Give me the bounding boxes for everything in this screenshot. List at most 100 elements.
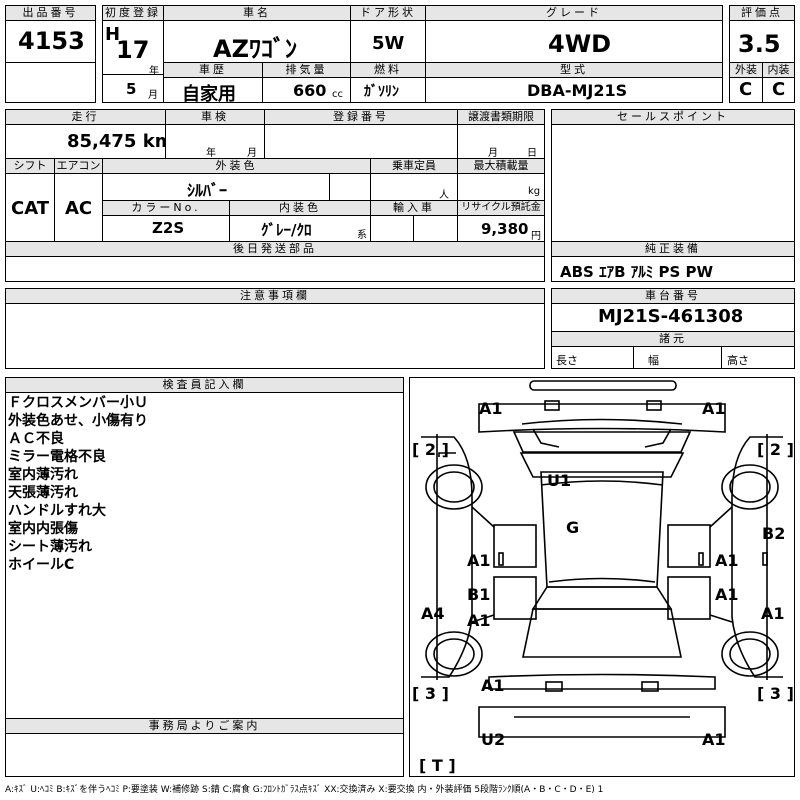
history: 自家用 [182,84,236,105]
left-front-wheel [425,464,483,510]
car-diagram: A1 A1 [ 2 ] [ 2 ] U1 G B2 A1 A1 B1 A1 A4… [412,380,794,775]
displacement-label: 排気量 [262,62,351,78]
left-door-handle [498,552,504,566]
exterior-cell [729,77,763,103]
front-bumper [478,403,726,433]
mileage-cell [5,124,166,159]
reg-number-label: 登録番号 [264,109,458,125]
interior-color-cell [229,215,371,242]
inspector-line: ハンドルすれ大 [8,503,106,519]
right-rear-wheel [721,631,779,677]
year-unit: 年 [149,66,159,77]
mark-a1-rear-left: A1 [481,676,505,695]
mark-g: G [566,518,579,537]
maxload-unit: kg [528,186,541,197]
displacement-unit: cc [332,89,343,100]
color-no-cell [102,215,230,242]
fuel-cell [350,77,426,103]
mark-u1: U1 [547,471,571,490]
first-reg-label: 初度登録 [102,5,164,21]
recycle-unit: 円 [531,231,541,242]
rear-glass [531,586,673,610]
legend: A:ｷｽﾞ U:ﾍｺﾐ B:ｷｽﾞを伴うﾍｺﾐ P:要塗装 W:補修跡 S:錆 … [5,785,604,795]
width-label: 幅 [648,354,659,367]
inspector-line: ミラー電格不良 [8,449,106,465]
inspection-year-unit: 年 [206,148,216,159]
inspector-line: 室内内張傷 [8,521,78,537]
maxload-label: 最大積載量 [457,158,545,174]
car-name-cell [163,20,351,63]
inspector-line: 外装色あせ、小傷有り [8,413,148,429]
interior-color-label: 内装色 [229,200,371,216]
right-pillar [709,506,733,623]
inspection-cell [165,124,265,159]
inspector-line: シート薄汚れ [8,539,92,555]
lot-label: 出品番号 [5,5,96,21]
ac-cell [54,173,103,242]
inspector-notes: Ｆクロスメンバー小Ｕ 外装色あせ、小傷有り ＡＣ不良 ミラー電格不良 室内薄汚れ… [8,394,148,574]
recycle-cell [457,215,545,242]
spec-label: 諸元 [551,331,795,347]
height-cell [721,346,795,369]
mark-3-left: [ 3 ] [412,684,449,703]
front-bumper-detail [544,400,560,411]
right-rear-door [667,576,711,620]
era: H [105,24,121,45]
right-front-door [667,524,711,568]
import-label: 輸入車 [370,200,458,216]
tailgate [522,608,682,658]
width-cell [633,346,722,369]
right-door-handle [698,552,704,566]
transfer-label: 譲渡書類期限 [457,109,545,125]
length-label: 長さ [556,354,578,367]
first-reg-month: 5 [126,80,137,98]
history-label: 車歴 [163,62,263,78]
model-label: 型式 [425,62,723,78]
chassis-label: 車台番号 [551,288,795,304]
interior-grade: C [772,79,786,100]
right-fender-line [731,436,783,678]
left-pillar [471,506,495,623]
wiper [532,428,560,448]
left-rear-door [493,576,537,620]
door-cell [350,20,426,63]
mileage: 85,475 km [67,131,174,152]
shift-label: シフト [5,158,55,174]
sales-point-cell [551,124,795,242]
recycle-fee: 9,380 [481,220,529,238]
left-front-door [493,524,537,568]
first-reg-year: 17 [116,36,150,64]
exterior-label: 外装 [729,62,763,78]
lot-blank-cell [5,62,96,103]
office-label: 事務局よりご案内 [5,718,404,734]
import-cell-a [370,215,414,242]
equipment-cell [551,256,795,282]
car-name-label: 車名 [163,5,351,21]
notes-cell [5,303,545,369]
month-unit: 月 [148,90,158,101]
inspector-line: ＡＣ不良 [8,431,64,447]
score-label: 評価点 [729,5,795,21]
inspector-line: Ｆクロスメンバー小Ｕ [8,395,148,411]
mark-a1-front-right: A1 [702,399,726,418]
later-parts-label: 後日発送部品 [5,241,545,257]
mark-a1-right-door: A1 [715,551,739,570]
lot-number: 4153 [18,27,85,55]
right-handle [762,552,768,566]
shift: CAT [11,198,50,219]
mark-a1-right-side: A1 [761,604,785,623]
capacity-unit: 人 [439,190,449,201]
car-diagram-frame [409,377,795,777]
notes-label: 注意事項欄 [5,288,545,304]
history-cell [163,77,263,103]
recycle-label: リサイクル預託金 [457,200,545,216]
left-rear-wheel [425,631,483,677]
mark-2-right: [ 2 ] [757,440,794,459]
inspector-label: 検査員記入欄 [5,377,404,393]
ac: AC [65,198,93,219]
fuel: ｶﾞｿﾘﾝ [364,84,399,100]
chassis-cell [551,303,795,332]
import-cell-b [413,215,458,242]
model: DBA-MJ21S [527,81,628,100]
left-body-line [438,452,456,457]
